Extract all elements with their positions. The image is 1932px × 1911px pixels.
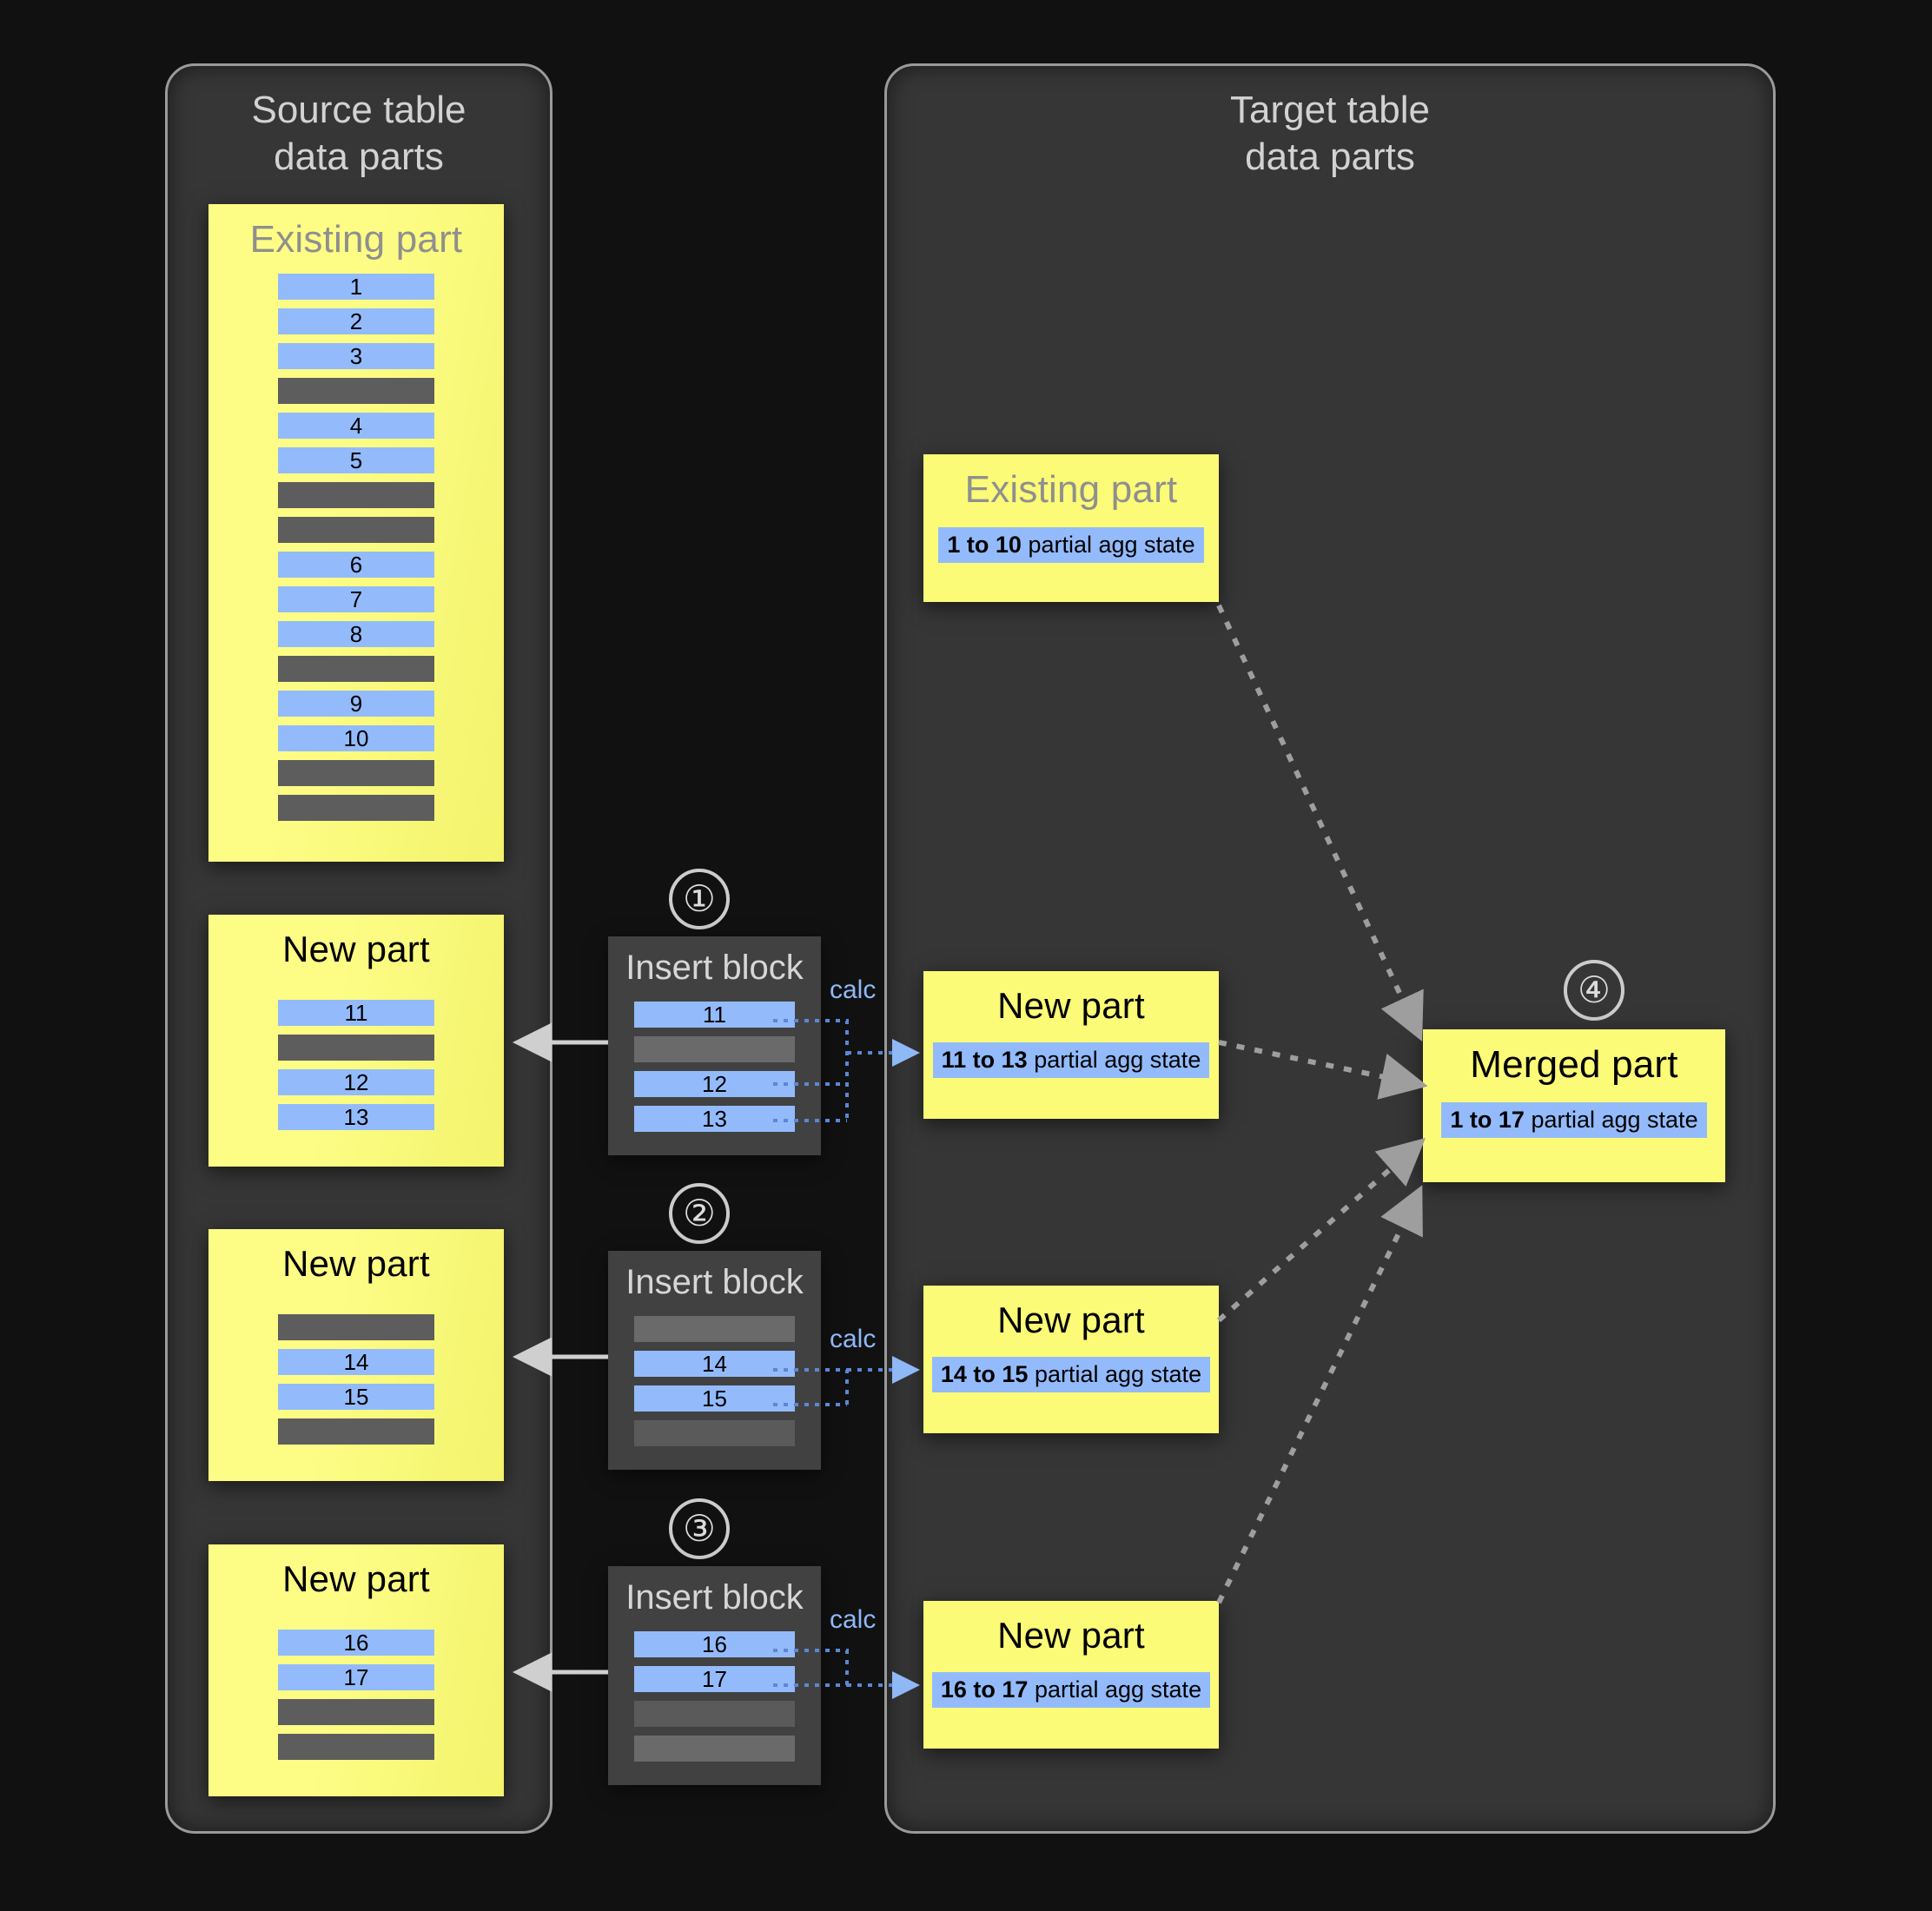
empty-row [278, 517, 434, 543]
agg-state-badge: 1 to 10 partial agg state [938, 527, 1204, 563]
insert-block-1: Insert block 11 12 13 [608, 936, 821, 1155]
data-row: 1 [278, 274, 434, 300]
data-row: 16 [278, 1630, 434, 1656]
data-row: 2 [278, 308, 434, 334]
source-new-part-2-title: New part [282, 1243, 430, 1284]
agg-state-badge: 14 to 15 partial agg state [931, 1357, 1211, 1392]
agg-state-text: partial agg state [1028, 1361, 1202, 1387]
source-new-part-3: New part 16 17 [208, 1544, 504, 1796]
target-existing-part-title: Existing part [964, 468, 1178, 511]
agg-range: 1 to 10 [947, 532, 1022, 558]
insert-block-2: Insert block 14 15 [608, 1251, 821, 1470]
target-table-panel: Target table data parts [884, 63, 1776, 1834]
insert-block-3: Insert block 16 17 [608, 1566, 821, 1785]
agg-state-badge: 16 to 17 partial agg state [931, 1672, 1211, 1708]
data-row: 3 [278, 343, 434, 369]
agg-state-text: partial agg state [1028, 1676, 1202, 1703]
data-row: 8 [278, 621, 434, 647]
agg-state-text: partial agg state [1524, 1107, 1698, 1133]
data-row: 12 [634, 1071, 795, 1097]
target-new-part-3: New part 16 to 17 partial agg state [923, 1601, 1219, 1749]
empty-row [278, 1734, 434, 1760]
calc-label-2: calc [830, 1325, 877, 1353]
empty-row [634, 1316, 795, 1342]
empty-row [278, 795, 434, 821]
data-row: 7 [278, 586, 434, 612]
agg-range: 1 to 17 [1450, 1107, 1525, 1133]
data-row: 11 [634, 1002, 795, 1028]
agg-state-badge: 11 to 13 partial agg state [932, 1042, 1210, 1078]
step-badge-1: ① [669, 869, 730, 929]
empty-row [634, 1736, 795, 1762]
source-new-part-3-title: New part [282, 1558, 430, 1599]
step-badge-3: ③ [669, 1498, 730, 1559]
agg-state-text: partial agg state [1021, 532, 1195, 558]
agg-state-text: partial agg state [1027, 1047, 1201, 1073]
data-row: 12 [278, 1069, 434, 1095]
empty-row [278, 760, 434, 786]
source-existing-part-title: Existing part [249, 218, 463, 261]
target-panel-title: Target table data parts [1230, 89, 1430, 178]
source-new-part-2: New part 14 15 [208, 1229, 504, 1481]
data-row: 10 [278, 725, 434, 751]
data-row: 17 [278, 1664, 434, 1690]
merged-part-title: Merged part [1470, 1043, 1678, 1086]
data-row: 13 [278, 1104, 434, 1130]
empty-row [278, 1699, 434, 1725]
step-badge-2: ② [669, 1183, 730, 1244]
empty-row [278, 1418, 434, 1445]
data-row: 13 [634, 1106, 795, 1132]
target-new-part-3-title: New part [997, 1615, 1145, 1656]
target-new-part-2-title: New part [997, 1299, 1145, 1340]
calc-label-3: calc [830, 1605, 877, 1634]
data-row: 16 [634, 1631, 795, 1657]
empty-row [278, 482, 434, 508]
data-row: 14 [278, 1349, 434, 1375]
agg-range: 11 to 13 [941, 1047, 1028, 1073]
agg-range: 16 to 17 [940, 1676, 1029, 1703]
source-new-part-1-title: New part [282, 929, 430, 969]
insert-block-1-title: Insert block [625, 949, 804, 987]
data-row: 4 [278, 413, 434, 439]
merged-part: Merged part 1 to 17 partial agg state [1423, 1029, 1725, 1182]
step-badge-4: ④ [1564, 960, 1624, 1021]
data-row: 17 [634, 1666, 795, 1692]
data-row: 14 [634, 1351, 795, 1377]
target-new-part-2: New part 14 to 15 partial agg state [923, 1286, 1219, 1433]
empty-row [634, 1420, 795, 1446]
empty-row [278, 1314, 434, 1340]
data-row: 15 [278, 1384, 434, 1410]
target-new-part-1: New part 11 to 13 partial agg state [923, 971, 1219, 1119]
empty-row [634, 1701, 795, 1727]
empty-row [278, 1035, 434, 1061]
target-existing-part: Existing part 1 to 10 partial agg state [923, 454, 1219, 602]
agg-state-badge: 1 to 17 partial agg state [1441, 1102, 1707, 1138]
data-row: 6 [278, 552, 434, 578]
insert-block-2-title: Insert block [625, 1263, 804, 1301]
empty-row [278, 378, 434, 404]
source-new-part-1: New part 11 12 13 [208, 915, 504, 1167]
insert-block-3-title: Insert block [625, 1578, 804, 1617]
empty-row [634, 1036, 795, 1062]
source-panel-title: Source table data parts [251, 89, 466, 178]
data-row: 15 [634, 1385, 795, 1412]
source-existing-part: Existing part 1 2 3 4 5 6 7 8 9 10 [208, 204, 504, 862]
calc-label-1: calc [830, 975, 877, 1004]
data-row: 11 [278, 1000, 434, 1026]
source-existing-part-rows: 1 2 3 4 5 6 7 8 9 10 [208, 274, 504, 821]
agg-range: 14 to 15 [940, 1361, 1029, 1387]
data-row: 5 [278, 447, 434, 473]
data-row: 9 [278, 691, 434, 717]
empty-row [278, 656, 434, 682]
target-new-part-1-title: New part [997, 985, 1145, 1026]
